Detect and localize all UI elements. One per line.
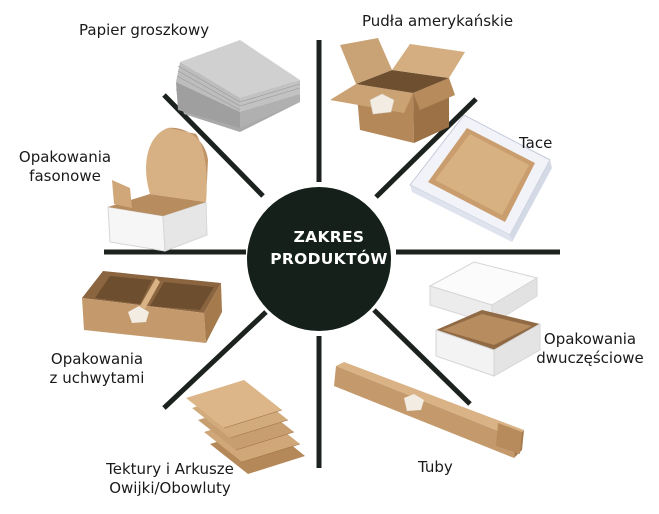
spoke-bottom-right <box>372 308 472 406</box>
spokes <box>104 40 560 468</box>
papier-groszkowy-image <box>176 40 301 132</box>
label-tektury-line1: Tektury i Arkusze <box>106 460 234 478</box>
label-opakowania-dwuczesciowe: Opakowania dwuczęściowe <box>535 330 645 368</box>
label-opakowania-fasonowe: Opakowania fasonowe <box>10 148 120 186</box>
label-opakowania-z-uchwytami: Opakowania z uchwytami <box>42 350 152 388</box>
tace-image <box>409 114 552 242</box>
label-tuby: Tuby <box>418 458 453 476</box>
tuby-image <box>334 362 524 458</box>
label-tektury-line2: Owijki/Obowluty <box>109 479 231 497</box>
label-dwuczesciowe-line1: Opakowania <box>543 330 637 348</box>
center-title-line1: ZAKRES <box>293 228 365 246</box>
spoke-top-right <box>374 97 478 199</box>
pudla-amerykanskie-image <box>330 38 465 143</box>
label-pudla-amerykanskie: Pudła amerykańskie <box>362 12 514 30</box>
spoke-top-left <box>162 93 265 198</box>
tektury-image <box>186 380 305 474</box>
label-papier-groszkowy: Papier groszkowy <box>79 21 210 39</box>
uchwyty-image <box>82 271 222 343</box>
dwuczesciowe-image <box>428 261 541 377</box>
label-fasonowe-line2: fasonowe <box>29 167 101 185</box>
fasonowe-image <box>107 127 208 252</box>
center-circle <box>247 187 391 331</box>
label-fasonowe-line1: Opakowania <box>18 148 112 166</box>
label-tektury-arkusze: Tektury i Arkusze Owijki/Obowluty <box>80 460 260 498</box>
label-uchwyty-line1: Opakowania <box>50 350 144 368</box>
label-uchwyty-line2: z uchwytami <box>49 369 145 387</box>
spoke-bottom-left <box>162 310 268 410</box>
label-dwuczesciowe-line2: dwuczęściowe <box>536 349 644 367</box>
center-title-line2: PRODUKTÓW <box>270 250 388 268</box>
label-tace: Tace <box>519 134 553 152</box>
center-title: ZAKRES PRODUKTÓW <box>256 226 402 270</box>
